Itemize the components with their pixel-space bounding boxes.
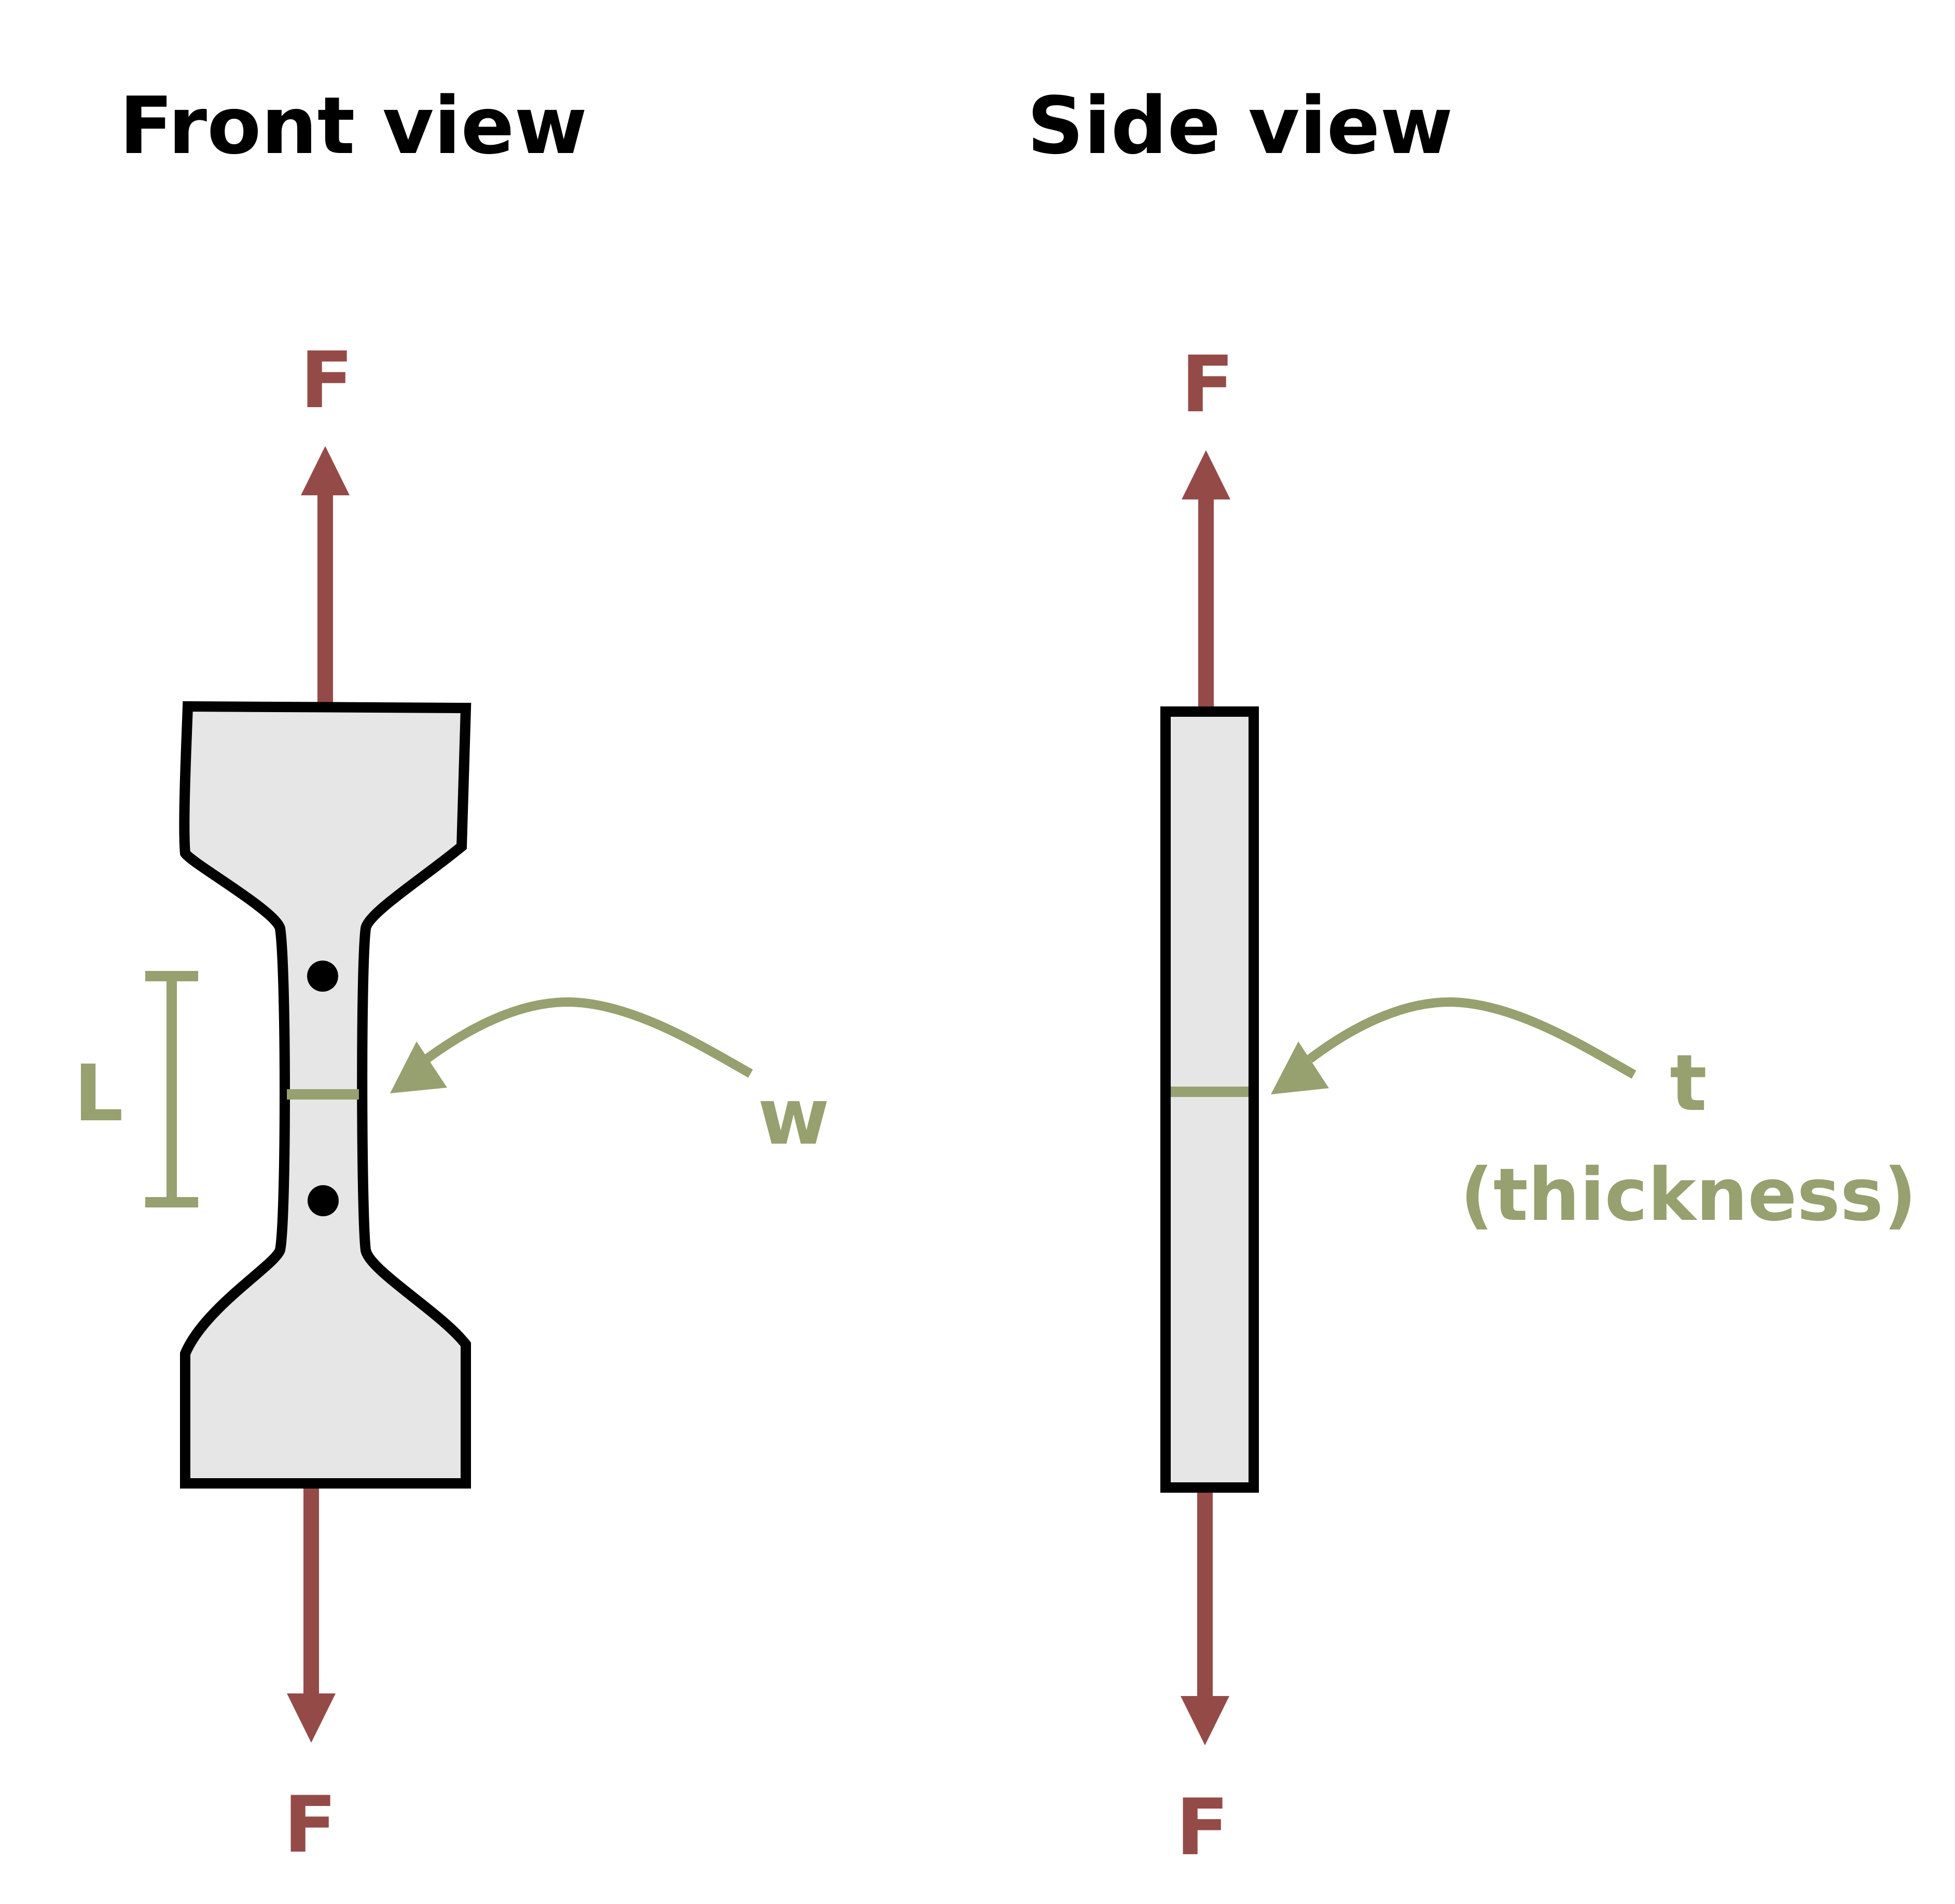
thickness-pointer-arrow [1271,997,1637,1094]
front-view: Front view F F L w [74,80,829,1870]
side-top-force-label: F [1181,340,1234,430]
front-bottom-force-arrow [287,1483,336,1743]
side-bottom-force-arrowhead [1181,1696,1229,1745]
side-specimen [1160,706,1259,1493]
gauge-length-dimension [145,971,198,1207]
thickness-pointer-curve [1307,997,1637,1079]
thickness-pointer-arrowhead [1271,1041,1329,1094]
side-view-title: Side view [1027,80,1453,172]
front-view-title: Front view [119,80,587,172]
side-top-force-arrowhead [1182,450,1230,499]
width-pointer-arrowhead [390,1041,447,1093]
front-bottom-force-label: F [284,1780,337,1870]
side-view: Side view F F t (thickness) [1027,80,1917,1873]
thickness-symbol-label: t [1670,1038,1707,1129]
width-pointer-curve [423,997,753,1078]
front-top-force-arrow [301,446,350,705]
width-pointer-arrow [390,997,753,1093]
side-top-force-arrow [1182,450,1230,711]
thickness-caption-label: (thickness) [1460,1153,1917,1238]
gauge-mark-bottom [308,1185,339,1216]
side-bottom-force-label: F [1176,1783,1229,1873]
width-label: w [758,1072,830,1162]
side-bottom-force-arrow [1181,1489,1229,1745]
gauge-length-label: L [74,1049,123,1139]
front-top-force-arrowhead [301,446,350,495]
front-bottom-force-arrowhead [287,1693,336,1743]
gauge-mark-top [307,961,338,992]
front-top-force-label: F [300,336,353,426]
